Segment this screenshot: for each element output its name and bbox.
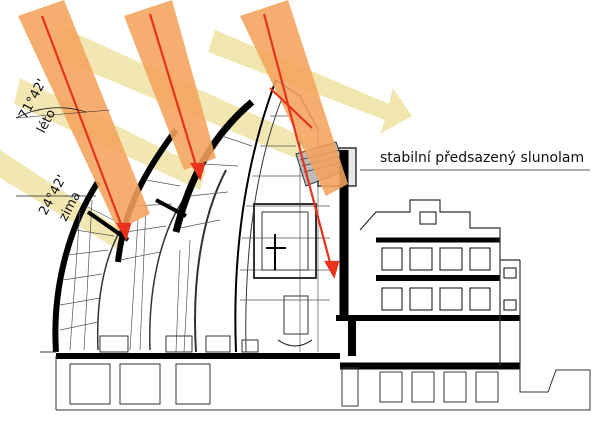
shell-1-outer: [52, 180, 101, 353]
summer-sun-rays: [18, 0, 348, 279]
altar-block: [283, 295, 309, 335]
summer-ray-1: [18, 0, 150, 230]
winter-ray-1: [0, 150, 122, 250]
sunshade-callout: stabilní předsazený slunolam: [360, 150, 590, 171]
summer-ray-3: [240, 0, 348, 196]
shell-4-rib: [245, 97, 283, 353]
sunshade-label: stabilní předsazený slunolam: [380, 150, 584, 166]
shell-1-grid: [59, 199, 122, 351]
basement: [40, 351, 591, 411]
window-box-outer: [253, 203, 317, 279]
summer-ray-cores: [40, 13, 340, 279]
shell-4-outer: [234, 79, 277, 353]
shell-2-grid: [119, 179, 181, 351]
interior-fittings: [99, 335, 259, 353]
shell-3-inner: [194, 169, 227, 353]
window-box-inner: [261, 211, 309, 271]
font-basin: [277, 339, 313, 347]
community-building: [359, 199, 521, 366]
shell-3-grid: [175, 135, 253, 353]
summer-ray-2: [124, 0, 216, 170]
summer-angle-ray: [15, 109, 111, 119]
angle-arc-summer: [15, 107, 87, 119]
